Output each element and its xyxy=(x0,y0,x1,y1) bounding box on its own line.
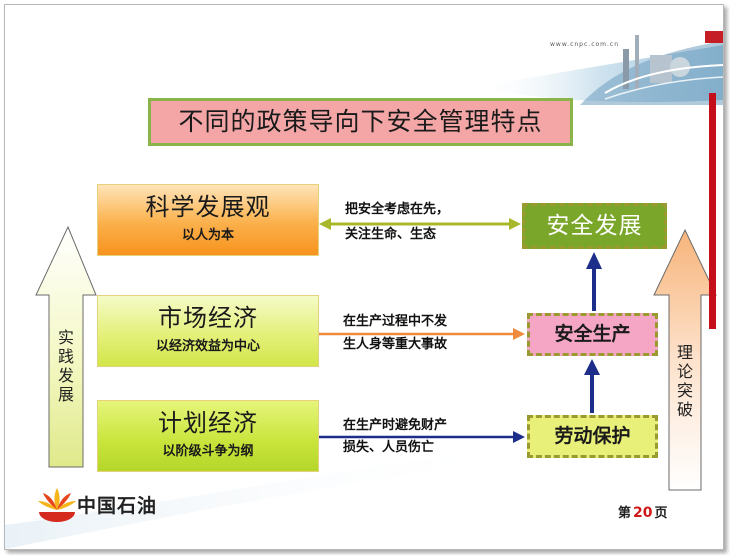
slide-graphics xyxy=(5,31,723,549)
box-shichang-jingji: 市场经济 以经济效益为中心 xyxy=(97,295,319,367)
box-jihua-sub: 以阶级斗争为纲 xyxy=(162,444,254,459)
connector-arrow-shichang xyxy=(319,328,525,340)
connector-text-shichang-line1: 在生产过程中不发 xyxy=(343,314,448,329)
slide: www.cnpc.com.cn 不同的政策导向下安全管理特点 科学发展观 以人为… xyxy=(4,4,724,550)
connector-text-shichang-line2: 生人身等重大事故 xyxy=(343,337,448,352)
box-kexue-sub: 以人为本 xyxy=(181,228,234,243)
connector-arrow-jihua xyxy=(319,431,525,443)
box-jihua-main: 计划经济 xyxy=(158,409,258,437)
header-decoration xyxy=(475,31,723,105)
box-anquan-shengchan: 安全生产 xyxy=(527,313,658,356)
accent-red-bar xyxy=(709,93,716,329)
connector-text-jihua-line1: 在生产时避免财产 xyxy=(343,418,448,433)
left-arrow-label: 实践发展 xyxy=(57,328,74,404)
footer-decoration xyxy=(5,445,525,549)
page-number-value: 20 xyxy=(633,505,653,521)
header-url: www.cnpc.com.cn xyxy=(550,41,620,48)
cnpc-logo-icon xyxy=(38,488,76,522)
page-title: 不同的政策导向下安全管理特点 xyxy=(148,98,573,146)
connector-arrow-kexue xyxy=(319,218,521,230)
up-arrow-shengchan-to-fazhan xyxy=(586,252,602,311)
logo-text: 中国石油 xyxy=(77,495,158,517)
box-kexue-fazhanguan: 科学发展观 以人为本 xyxy=(97,184,319,256)
connector-text-jihua-line2: 损失、人员伤亡 xyxy=(343,440,435,455)
connector-text-kexue-line2: 关注生命、生态 xyxy=(345,227,437,242)
box-jihua-jingji: 计划经济 以阶级斗争为纲 xyxy=(97,400,319,472)
box-anquan-fazhan: 安全发展 xyxy=(522,203,667,249)
box-laodong-baohu: 劳动保护 xyxy=(527,415,658,458)
box-kexue-main: 科学发展观 xyxy=(145,193,271,221)
box-shichang-sub: 以经济效益为中心 xyxy=(155,339,260,354)
left-up-arrow xyxy=(35,225,97,468)
up-arrow-baohu-to-shengchan xyxy=(584,359,600,413)
box-shichang-main: 市场经济 xyxy=(158,304,258,332)
page-suffix: 页 xyxy=(654,506,668,521)
right-arrow-label: 理论突破 xyxy=(676,343,693,419)
connector-text-kexue-line1: 把安全考虑在先， xyxy=(345,202,450,217)
page-prefix: 第 xyxy=(618,506,632,521)
